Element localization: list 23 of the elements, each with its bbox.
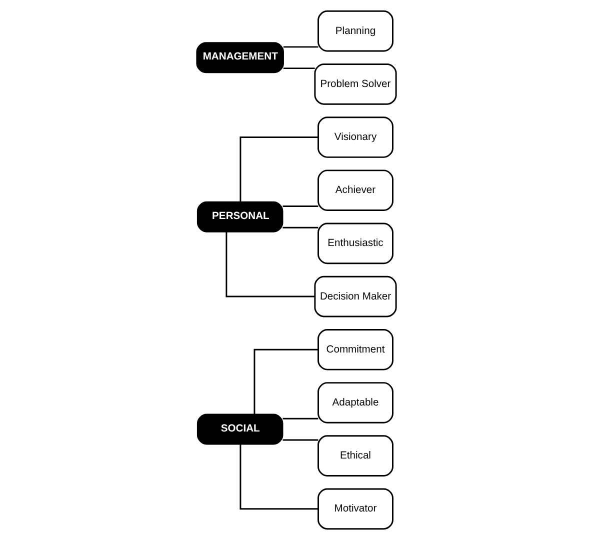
node-box: Commitment <box>317 329 393 370</box>
node-box: SOCIAL <box>196 414 283 445</box>
node-box: Planning <box>317 10 393 52</box>
node-box: Problem Solver <box>314 64 396 105</box>
node-box: Decision Maker <box>314 276 396 318</box>
connector <box>282 418 318 420</box>
node-box: Motivator <box>317 488 393 530</box>
connector <box>282 205 318 207</box>
node-box: PERSONAL <box>196 201 283 232</box>
node-box: MANAGEMENT <box>196 42 284 74</box>
node-box: Achiever <box>317 170 393 211</box>
connector <box>225 232 314 298</box>
connector <box>282 439 318 441</box>
node-box: Visionary <box>317 116 393 158</box>
node-box: Enthusiastic <box>317 222 393 264</box>
node-box: Ethical <box>317 435 393 476</box>
connector <box>253 348 318 414</box>
connector <box>239 444 318 510</box>
connector <box>282 226 318 228</box>
connector <box>282 46 318 48</box>
connector <box>282 68 314 70</box>
connector <box>239 136 318 202</box>
node-box: Adaptable <box>317 382 393 424</box>
